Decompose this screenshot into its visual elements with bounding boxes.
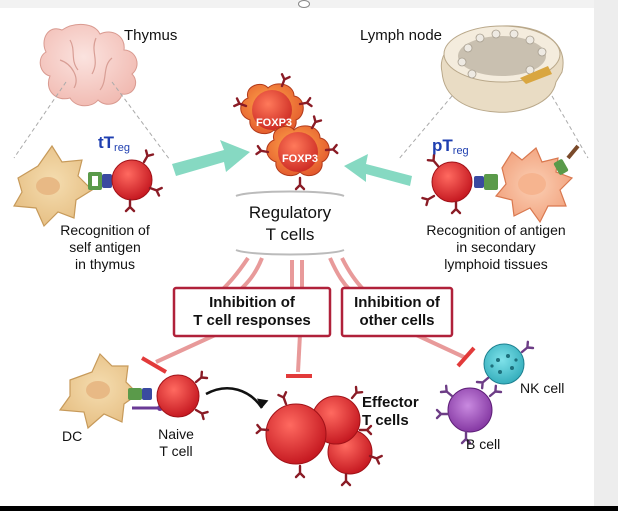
foxp3-label-bottom: FOXP3: [282, 153, 318, 165]
treg-cell-back: [233, 73, 313, 135]
bottom-mhc-complex: [128, 388, 163, 411]
inhibition-bars: [140, 346, 476, 378]
thymic-apc-cell: [13, 144, 93, 228]
recognition-self-antigen-label: Recognition of self antigen in thymus: [60, 222, 150, 272]
lymph-node-organ: [440, 25, 564, 113]
ptreg-cell: [421, 153, 473, 215]
activation-arrowhead: [256, 398, 269, 408]
nk-cell-label: NK cell: [520, 380, 565, 396]
lymph-zoom-lines: [397, 95, 589, 161]
inhibition-other-box: [340, 286, 454, 338]
mhc-tcr-complex-right: [474, 144, 580, 190]
thymus-label: Thymus: [124, 27, 178, 44]
recognition-antigen-lymphoid-label: Recognition of antigen in secondary lymp…: [426, 222, 566, 272]
mhc-tcr-complex-left: [88, 172, 112, 190]
ttreg-label: tTreg: [98, 133, 130, 154]
b-cell: [435, 384, 503, 445]
regulatory-band-top: [235, 190, 345, 197]
naive-t-cell: [156, 370, 209, 421]
thymus-zoom-lines: [13, 81, 171, 161]
ttreg-cell: [111, 149, 163, 213]
nk-cell: [475, 340, 535, 390]
regulatory-t-cells-label: Regulatory T cells: [248, 203, 332, 244]
activation-arrow: [205, 387, 264, 409]
lymphoid-dc-cell: [494, 147, 574, 224]
effector-t-cells: [255, 385, 383, 487]
thymus-organ: [39, 24, 138, 107]
arrow-lymph-to-treg: [344, 154, 412, 186]
inhibition-t-cell-responses-label: Inhibition of T cell responses: [193, 294, 311, 329]
frame-right-edge: [594, 0, 618, 506]
foxp3-label-top: FOXP3: [256, 117, 292, 129]
top-handle-icon: [298, 0, 310, 8]
lymph-node-label: Lymph node: [360, 27, 443, 44]
treg-cell-front: [255, 115, 339, 191]
effector-t-cells-label: Effector T cells: [362, 394, 419, 429]
naive-t-cell-label: Naive T cell: [158, 426, 194, 459]
ptreg-label: pTreg: [432, 136, 469, 157]
dc-label: DC: [62, 428, 83, 444]
inhibition-other-cells-label: Inhibition of other cells: [354, 294, 440, 329]
bottom-dc-cell: [58, 352, 139, 430]
inhibition-t-cell-box: [172, 286, 332, 338]
regulatory-band-bottom: [235, 249, 345, 256]
b-cell-label: B cell: [466, 436, 501, 452]
arrow-thymus-to-treg: [172, 140, 250, 176]
